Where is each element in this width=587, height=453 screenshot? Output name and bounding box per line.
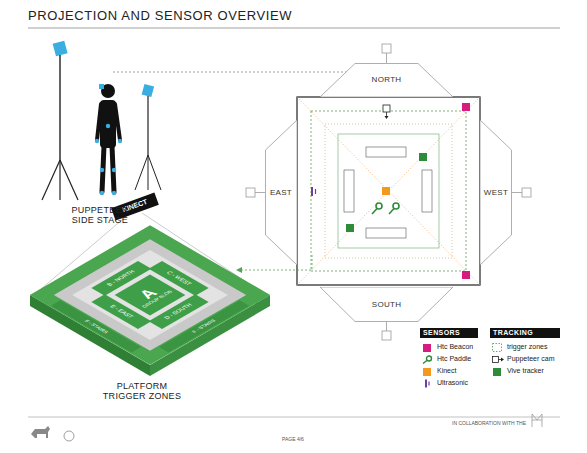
direction-label: NORTH: [372, 75, 402, 84]
legend-swatch: [423, 344, 431, 352]
legend-label: Kinect: [437, 367, 456, 375]
projection-zone: EAST: [265, 120, 297, 265]
legend-sample: [492, 343, 505, 352]
legend-label: Htc Paddle: [437, 355, 471, 363]
legend-label: Puppeteer cam: [507, 355, 554, 363]
label-wrap: NORTH: [320, 63, 453, 97]
legend-label: Htc Beacon: [437, 343, 473, 351]
label-wrap: WEST: [480, 120, 512, 265]
stage-caption: PUPPETEER SIDE STAGE: [62, 205, 138, 226]
platform: B - NORTHC - WESTAGROUP BLOBE - EASTD - …: [30, 225, 270, 364]
page-title: PROJECTION AND SENSOR OVERVIEW: [28, 9, 292, 24]
page-number: PAGE 4/6: [282, 437, 304, 443]
legend-label: Vive tracker: [507, 367, 544, 375]
legend-swatch: [493, 368, 501, 376]
projection-zone: NORTH: [320, 63, 453, 97]
legend-label: trigger zones: [507, 343, 547, 351]
legend-swatch: [423, 368, 431, 376]
legend-heading: SENSORS: [420, 328, 478, 338]
direction-label: SOUTH: [372, 300, 402, 309]
legend-sample: [422, 379, 435, 388]
platform-caption: PLATFORM TRIGGER ZONES: [100, 381, 184, 402]
direction-label: EAST: [270, 188, 292, 197]
label-wrap: EAST: [265, 120, 297, 265]
projection-zone: WEST: [480, 120, 512, 265]
direction-label: WEST: [484, 188, 508, 197]
legend-heading: TRACKING: [490, 328, 560, 338]
legend-sample: [492, 355, 505, 364]
label-wrap: SOUTH: [320, 287, 453, 322]
legend-sample: [422, 355, 435, 364]
footer-note: IN COLLABORATION WITH THE: [452, 421, 526, 427]
projection-zone: SOUTH: [320, 287, 453, 322]
legend-label: Ultrasonic: [437, 379, 468, 387]
